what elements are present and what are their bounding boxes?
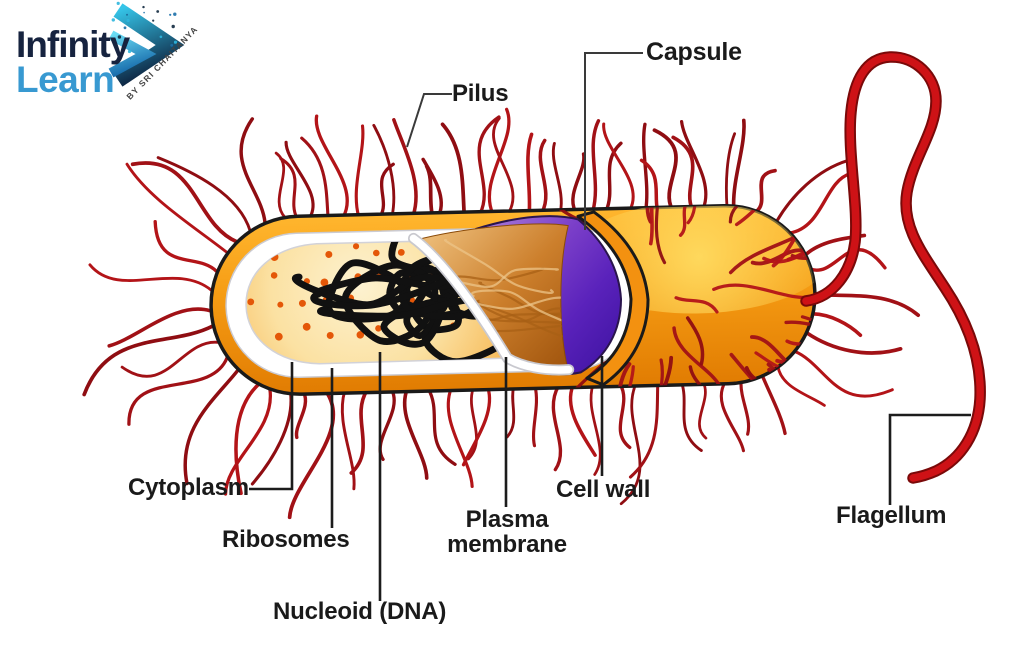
label-nucleoid: Nucleoid (DNA): [273, 598, 447, 625]
logo-word-learn: Learn: [16, 59, 115, 100]
label-cell-wall: Cell wall: [556, 476, 651, 503]
label-ribosomes: Ribosomes: [222, 526, 350, 553]
pilus-pointer-line: [406, 93, 452, 148]
capsule-pointer-line: [584, 52, 643, 230]
cell-group: [82, 107, 921, 520]
pili: [82, 107, 921, 520]
infinity-learn-logo: Infinity Learn BY SRI CHAITANYA: [0, 0, 230, 120]
plasma-membrane-rim: [409, 234, 573, 374]
cytoplasm-pointer-line: [249, 362, 294, 491]
label-cytoplasm: Cytoplasm: [128, 474, 249, 501]
label-capsule: Capsule: [646, 38, 742, 66]
label-plasma-membrane: Plasma membrane: [447, 506, 567, 559]
flagellum-tail: [800, 51, 986, 484]
logo-speckles: [106, 1, 178, 57]
flagellum-pointer-line: [888, 413, 971, 505]
logo-arrow-icon: [106, 1, 185, 87]
label-flagellum: Flagellum: [836, 502, 947, 529]
label-lines: [249, 52, 971, 601]
logo-word-infinity: Infinity: [16, 24, 130, 65]
label-pilus: Pilus: [452, 80, 509, 107]
